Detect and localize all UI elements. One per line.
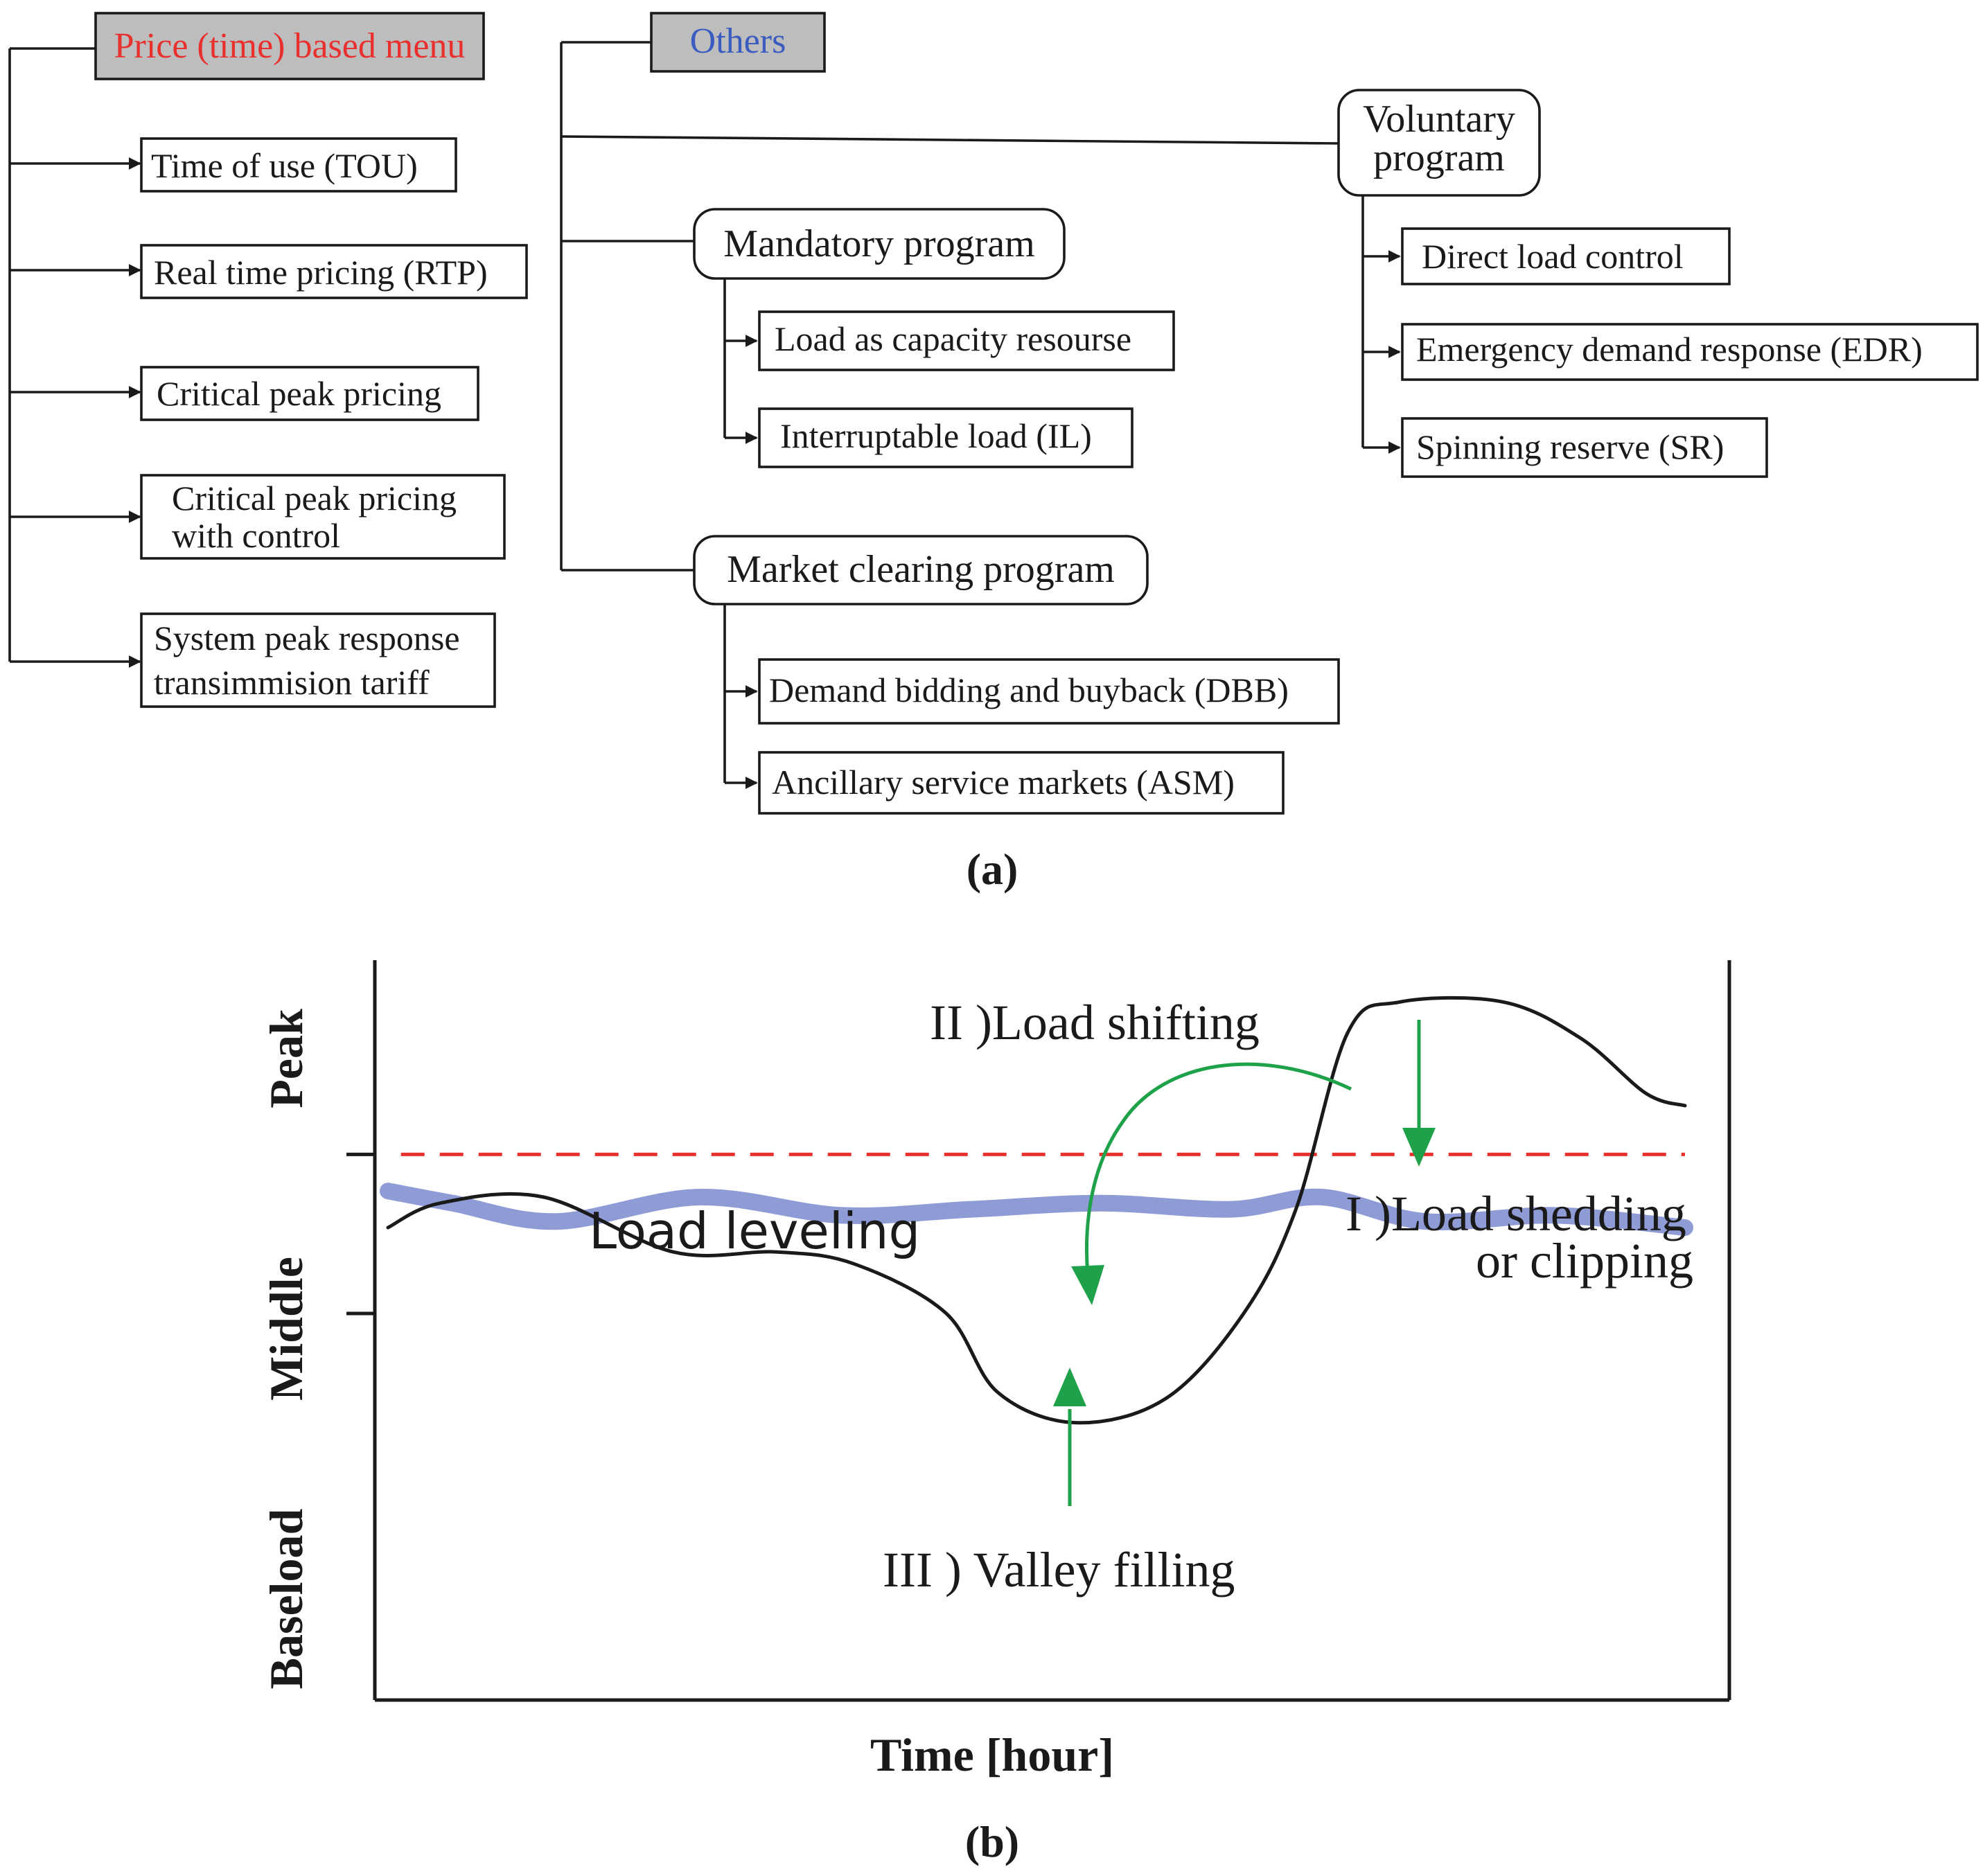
item-box-dbb [758, 658, 1340, 725]
load-shifting-arrow [1084, 1062, 1352, 1275]
item-box-edr [1401, 323, 1979, 381]
item-box-tou [140, 137, 457, 193]
item-label-sprtt-line2: transimmision tariff [154, 663, 430, 702]
caption-a: (a) [967, 844, 1018, 894]
load-curve-series [386, 995, 1687, 1425]
item-label-cppc-line1: Critical peak pricing [172, 479, 457, 517]
annotation-arrows [1053, 1020, 1436, 1506]
item-box-sr [1401, 417, 1768, 478]
leveled-load-series [380, 1183, 1693, 1236]
annotation-load-shedding-line2: or clipping [1476, 1233, 1693, 1289]
item-box-asm [758, 751, 1285, 815]
price-header-box [94, 12, 485, 80]
item-label-dbb: Demand bidding and buyback (DBB) [769, 671, 1289, 709]
voluntary-label-line1: Voluntary [1363, 98, 1515, 141]
item-box-rtp [140, 244, 528, 299]
others-branch: Others Voluntary program Direct load con… [560, 12, 1979, 815]
annotation-load-leveling: Load leveling [589, 1202, 920, 1260]
mandatory-program-box [693, 208, 1066, 280]
item-label-cppc-line2: with control [172, 516, 340, 555]
item-label-asm: Ancillary service markets (ASM) [772, 763, 1235, 802]
item-label-edr: Emergency demand response (EDR) [1416, 330, 1923, 369]
price-header-label: Price (time) based menu [114, 26, 466, 66]
mandatory-label: Mandatory program [723, 222, 1034, 265]
load-shifting-arrowhead [1071, 1265, 1104, 1305]
item-box-lacr [758, 310, 1175, 371]
item-label-tou: Time of use (TOU) [151, 146, 418, 185]
item-box-dlc [1401, 227, 1731, 285]
y-level-peak: Peak [260, 1009, 312, 1108]
panel-b: Peak Middle Baseload Load leveling II )L… [260, 960, 1731, 1866]
valley-filling-arrowhead [1053, 1368, 1086, 1406]
y-level-baseload: Baseload [260, 1508, 312, 1689]
annotation-load-shifting: II )Load shifting [930, 995, 1260, 1050]
voluntary-label-line2: program [1373, 136, 1505, 179]
market-program-box [693, 535, 1149, 605]
voluntary-connector [561, 135, 1339, 145]
y-level-middle: Middle [260, 1257, 312, 1401]
item-box-sprtt [140, 612, 496, 708]
item-label-il: Interruptable load (IL) [780, 416, 1092, 455]
item-label-dlc: Direct load control [1422, 237, 1684, 276]
panel-a: Price (time) based menu Time of use (TOU… [8, 12, 1979, 894]
item-box-il [758, 407, 1133, 468]
item-box-cppc [140, 474, 506, 560]
caption-b: (b) [965, 1817, 1019, 1866]
price-branch: Price (time) based menu Time of use (TOU… [8, 12, 528, 708]
item-label-sr: Spinning reserve (SR) [1416, 427, 1724, 466]
x-axis-label: Time [hour] [870, 1728, 1114, 1781]
voluntary-program-box [1337, 89, 1541, 197]
load-shedding-arrowhead [1402, 1128, 1436, 1167]
annotation-load-shedding-line1: I )Load shedding [1346, 1186, 1686, 1241]
market-label: Market clearing program [727, 548, 1115, 591]
item-label-rtp: Real time pricing (RTP) [154, 253, 488, 292]
item-label-cpp: Critical peak pricing [157, 374, 441, 413]
item-label-lacr: Load as capacity resourse [775, 319, 1131, 358]
item-box-cpp [140, 366, 479, 421]
others-header-label: Others [690, 21, 786, 61]
others-header-box [650, 12, 826, 73]
item-label-sprtt-line1: System peak response [154, 619, 460, 657]
annotation-valley-filling: III ) Valley filling [883, 1542, 1235, 1598]
